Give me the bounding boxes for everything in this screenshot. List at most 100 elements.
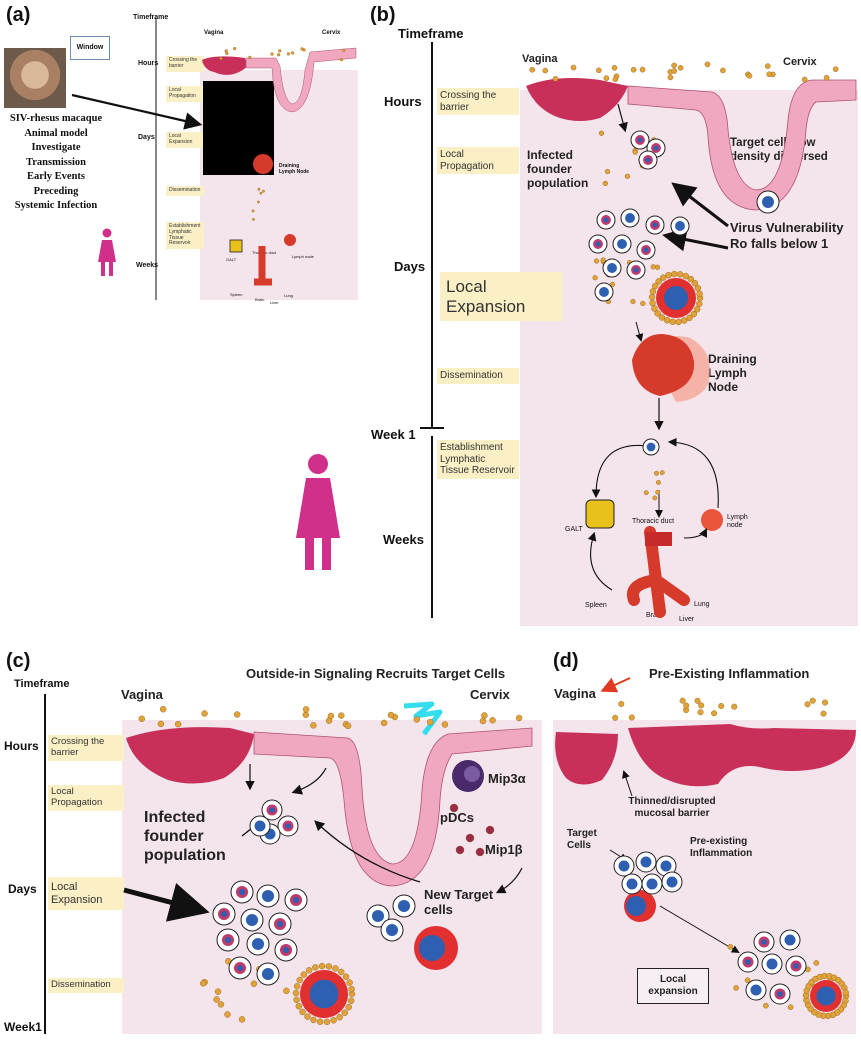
- budding-virus: [336, 1014, 343, 1021]
- nucleus-core: [276, 920, 284, 928]
- virus-particle: [611, 64, 618, 71]
- budding-virus: [300, 971, 308, 978]
- virus-particle: [832, 66, 839, 72]
- c-timeframe: Timeframe: [14, 678, 70, 690]
- virus-particle: [214, 988, 222, 995]
- c-stage-local-prop: Local Propagation: [48, 785, 124, 811]
- virus-particle: [277, 53, 281, 57]
- nucleus-core: [761, 939, 767, 945]
- budding-virus: [330, 1017, 337, 1024]
- virus-particle: [602, 180, 608, 187]
- a-galt: GALT: [226, 257, 237, 262]
- virus-particle: [609, 281, 615, 288]
- c-title: Outside-in Signaling Recruits Target Cel…: [246, 666, 506, 681]
- virus-particle: [593, 258, 600, 264]
- cell-nucleus: [766, 958, 778, 970]
- virus-particle: [238, 1016, 246, 1023]
- virus-particle: [344, 722, 352, 730]
- virus-particle: [654, 470, 659, 476]
- virus-particle: [138, 715, 146, 723]
- b-vagina-label: Vagina: [522, 53, 558, 65]
- d-tissue-left: [555, 732, 618, 785]
- c-pdcs: pDCs: [440, 810, 474, 825]
- nucleus-core: [285, 823, 291, 829]
- d-large-cell-nucleus: [626, 896, 646, 916]
- virus-particle: [248, 55, 252, 59]
- budding-virus: [696, 300, 703, 308]
- budding-virus: [292, 989, 300, 997]
- b-stage-local-exp: Local Expansion: [440, 272, 562, 322]
- infected-nucleus: [664, 286, 688, 310]
- chemokine-dot: [465, 833, 475, 843]
- virus-particle: [698, 702, 705, 709]
- virus-particle: [630, 298, 636, 305]
- chemokine-dot: [475, 847, 485, 857]
- b-arrow-virus-1: [671, 182, 729, 228]
- b-lymph-node: Lymph node: [727, 514, 748, 529]
- nucleus-core: [236, 964, 244, 972]
- a-cervix-label: Cervix: [322, 30, 341, 36]
- b-virus-vulnerability: Virus Vulnerability Ro falls below 1: [730, 220, 844, 251]
- virus-particle: [667, 74, 674, 81]
- virus-particle: [804, 701, 811, 708]
- b-week1: Week 1: [371, 427, 416, 442]
- budding-virus: [694, 285, 702, 292]
- a-liver: Liver: [270, 300, 279, 305]
- virus-particle: [733, 985, 739, 991]
- b-weeks: Weeks: [383, 532, 424, 547]
- panel-c-letter: (c): [6, 650, 31, 672]
- virus-particle: [720, 67, 726, 74]
- chemokine-dot: [449, 803, 459, 813]
- budding-virus: [691, 280, 699, 287]
- b-liver: Liver: [679, 616, 695, 623]
- b-epithelium: [627, 79, 857, 211]
- b-thoracic: Thoracic duct: [632, 518, 675, 525]
- virus-particle: [201, 710, 208, 717]
- budding-virus: [312, 964, 319, 971]
- virus-particle: [632, 149, 638, 155]
- virus-particle: [278, 49, 282, 53]
- virus-particle: [224, 1011, 231, 1018]
- female-icon: [296, 454, 340, 570]
- d-red-arrow: [600, 677, 631, 693]
- virus-particle: [387, 711, 395, 719]
- cell-nucleus: [254, 820, 266, 832]
- b-stage-crossing: Crossing the barrier: [437, 88, 519, 115]
- virus-particle: [252, 218, 255, 221]
- virus-particle: [655, 489, 661, 495]
- b-stage-establish: Establishment Lymphatic Tissue Reservoir: [437, 440, 519, 479]
- b-arrow-to-node: [635, 321, 644, 342]
- virus-particle: [628, 714, 635, 721]
- c-arrow-lower: [314, 820, 421, 883]
- virus-particle: [823, 74, 830, 81]
- c-stage-dissem: Dissemination: [48, 978, 124, 993]
- b-galt: GALT: [565, 526, 583, 533]
- virus-particle: [257, 187, 261, 191]
- cell-nucleus: [261, 967, 275, 981]
- virus-particle: [380, 719, 388, 727]
- a-lymph-node: Lymph node: [292, 254, 314, 259]
- virus-particle: [481, 712, 488, 719]
- d-target-cells: Target Cells: [567, 828, 597, 851]
- virus-particle: [766, 71, 772, 78]
- c-mip3a: Mip3α: [488, 771, 526, 786]
- cell-nucleus: [646, 878, 658, 890]
- cell-nucleus: [618, 860, 630, 872]
- virus-particle: [711, 710, 718, 717]
- b-cervix-label: Cervix: [783, 56, 817, 68]
- budding-virus: [658, 314, 666, 321]
- b-galt: [585, 499, 615, 529]
- b-lung: Lung: [694, 601, 710, 608]
- b-arrow-loop-right: [667, 437, 719, 509]
- virus-particle: [677, 64, 684, 71]
- c-arrow-founder-up: [291, 767, 327, 795]
- budding-virus: [690, 310, 698, 318]
- budding-virus: [348, 985, 355, 993]
- nucleus-core: [777, 991, 783, 997]
- nucleus-core: [645, 157, 651, 163]
- d-vagina-label: Vagina: [554, 686, 596, 701]
- c-hours: Hours: [4, 739, 39, 753]
- macaque-photo: [4, 48, 66, 108]
- nucleus-core: [653, 145, 659, 151]
- virus-particle: [598, 130, 605, 136]
